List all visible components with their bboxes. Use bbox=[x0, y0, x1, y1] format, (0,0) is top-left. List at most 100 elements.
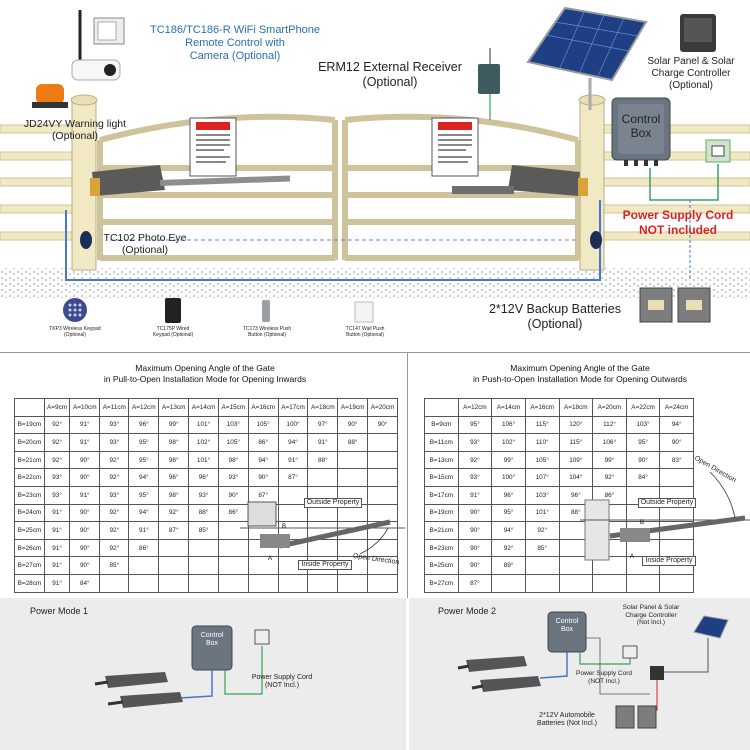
table-row-header: B=27cm bbox=[14, 556, 45, 575]
table-cell: 92° bbox=[457, 450, 493, 470]
power-modes-sketch bbox=[94, 611, 729, 729]
table-cell: 96° bbox=[158, 468, 190, 487]
svg-text:A: A bbox=[630, 554, 634, 560]
accessory-label-4: TC147 Wall Push Button (Optional) bbox=[345, 326, 385, 338]
table-cell: 101° bbox=[188, 415, 219, 435]
table-col-header: A=14cm bbox=[491, 398, 526, 417]
table-cell: 93° bbox=[457, 468, 493, 487]
table-col-header: A=16cm bbox=[524, 398, 560, 417]
table-row-header: B=15cm bbox=[424, 468, 459, 487]
table-cell: 85° bbox=[188, 521, 219, 540]
table-cell: 115° bbox=[524, 415, 560, 435]
table-cell bbox=[337, 450, 369, 470]
table-cell: 100° bbox=[277, 415, 309, 435]
table-cell: 93° bbox=[99, 415, 130, 435]
right-table-title: Maximum Opening Angle of the Gate in Pus… bbox=[472, 363, 688, 384]
warning-sign-right bbox=[431, 117, 479, 177]
table-cell: 92° bbox=[99, 538, 130, 558]
table-cell: 106° bbox=[491, 415, 526, 435]
table-cell bbox=[307, 468, 339, 487]
table-cell: 99° bbox=[491, 450, 526, 470]
table-col-header: A=19cm bbox=[337, 398, 369, 417]
table-row-header: B=23cm bbox=[14, 485, 45, 505]
table-cell bbox=[524, 573, 560, 593]
pm2-cord-label: Power Supply Cord (NOT Incl.) bbox=[576, 670, 632, 685]
table-cell: 107° bbox=[524, 468, 560, 487]
table-cell: 98° bbox=[217, 450, 249, 470]
charge-controller-image bbox=[680, 14, 716, 52]
table-cell: 90° bbox=[457, 556, 493, 575]
pm2-control-box-label: Control Box bbox=[555, 618, 579, 633]
left-outside-label: Outside Property bbox=[304, 498, 362, 508]
table-cell: 90° bbox=[337, 415, 369, 435]
table-cell: 101° bbox=[524, 503, 560, 523]
right-outside-label: Outside Property bbox=[638, 498, 696, 508]
table-cell: 90° bbox=[659, 433, 694, 452]
accessory-push-button bbox=[262, 300, 270, 322]
table-cell: 94° bbox=[128, 468, 160, 487]
table-cell: 92° bbox=[158, 503, 190, 523]
ground-gravel bbox=[0, 268, 750, 298]
table-cell bbox=[367, 468, 398, 487]
table-cell: 90° bbox=[69, 503, 101, 523]
table-cell: 91° bbox=[43, 556, 71, 575]
table-col-header: A=17cm bbox=[277, 398, 309, 417]
solar-controller-label: Solar Panel & Solar Charge Controller (O… bbox=[647, 56, 735, 91]
table-cell: 90° bbox=[457, 503, 493, 523]
control-box-image bbox=[611, 97, 671, 166]
table-cell: 93° bbox=[188, 485, 219, 505]
table-cell: 94° bbox=[659, 415, 694, 435]
table-cell: 97° bbox=[307, 415, 339, 435]
table-cell: 102° bbox=[491, 433, 526, 452]
right-inside-label: Inside Property bbox=[642, 556, 696, 566]
table-col-header: A=20cm bbox=[367, 398, 398, 417]
table-col-header: A=18cm bbox=[307, 398, 339, 417]
table-cell: 103° bbox=[217, 415, 249, 435]
table-cell: 89° bbox=[491, 556, 526, 575]
table-cell: 92° bbox=[43, 433, 71, 452]
table-cell: 102° bbox=[188, 433, 219, 452]
power-cord-warning: Power Supply Cord NOT included bbox=[622, 208, 734, 237]
table-row-header: B=11cm bbox=[424, 433, 459, 452]
table-cell: 96° bbox=[128, 415, 160, 435]
table-cell bbox=[367, 573, 398, 593]
accessory-wall-button bbox=[354, 301, 374, 323]
table-cell: 88° bbox=[307, 450, 339, 470]
power-mode-1-title: Power Mode 1 bbox=[30, 606, 89, 616]
warning-sign-left bbox=[189, 117, 237, 177]
table-col-header: A=11cm bbox=[99, 398, 130, 417]
table-cell: 87° bbox=[277, 468, 309, 487]
table-cell: 105° bbox=[217, 433, 249, 452]
table-cell: 98° bbox=[158, 433, 190, 452]
table-col-header: A=10cm bbox=[69, 398, 101, 417]
table-col-header: A=13cm bbox=[158, 398, 190, 417]
table-cell bbox=[491, 573, 526, 593]
table-cell: 91° bbox=[457, 485, 493, 505]
table-cell: 103° bbox=[524, 485, 560, 505]
batteries-label: 2*12V Backup Batteries (Optional) bbox=[488, 302, 622, 331]
table-row-header: B=25cm bbox=[424, 556, 459, 575]
table-cell bbox=[188, 538, 219, 558]
table-row-header: B=9cm bbox=[424, 415, 459, 435]
solar-panel-image bbox=[526, 6, 648, 110]
receiver-label: ERM12 External Receiver (Optional) bbox=[318, 60, 462, 89]
pm2-batteries-label: 2*12V Automobile Batteries (Not Incl.) bbox=[537, 712, 597, 727]
table-cell: 83° bbox=[659, 450, 694, 470]
left-install-sketch: B A bbox=[240, 501, 405, 562]
table-col-header: A=16cm bbox=[247, 398, 279, 417]
table-cell: 110° bbox=[524, 433, 560, 452]
right-install-sketch: B A bbox=[580, 471, 750, 561]
right-actuator-arm bbox=[452, 165, 588, 196]
table-cell: 85° bbox=[99, 556, 130, 575]
table-cell: 98° bbox=[158, 450, 190, 470]
left-table-title: Maximum Opening Angle of the Gate in Pul… bbox=[103, 363, 307, 384]
